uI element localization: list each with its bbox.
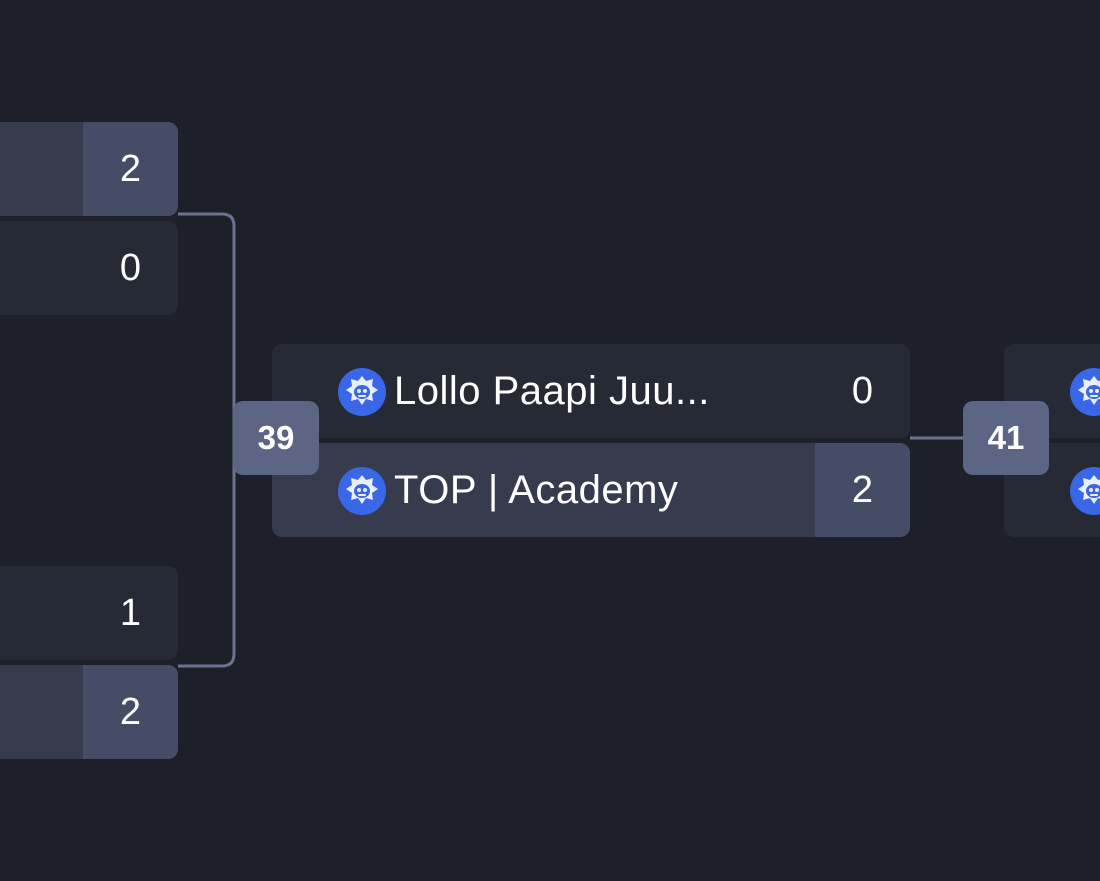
connector-bottom-to-39: [178, 438, 236, 668]
left-top-match-team2-row[interactable]: 0: [0, 221, 178, 315]
connector-top-to-39: [178, 212, 236, 438]
brawl-stars-logo-icon: [338, 368, 386, 416]
team-score: 2: [815, 443, 910, 537]
team-score: 0: [119, 246, 142, 289]
brawl-stars-logo-icon: [1070, 368, 1100, 416]
match-number-badge-41[interactable]: 41: [963, 401, 1049, 475]
left-bottom-match-team1-row[interactable]: 1: [0, 566, 178, 660]
team-name: TOP | Academy: [394, 467, 679, 512]
left-top-match-team1-row[interactable]: 2: [0, 122, 178, 216]
match-41-team2-row[interactable]: [1004, 443, 1100, 537]
left-bottom-match-team2-row[interactable]: 2: [0, 665, 178, 759]
team-score: 0: [851, 369, 874, 412]
team-score: 2: [83, 122, 178, 216]
match-41-team1-row[interactable]: [1004, 344, 1100, 438]
brawl-stars-logo-icon: [338, 467, 386, 515]
match-39-team1-row[interactable]: Lollo Paapi Juu... 0: [272, 344, 910, 438]
match-39-team2-row[interactable]: TOP | Academy 2: [272, 443, 910, 537]
match-number-badge-39[interactable]: 39: [233, 401, 319, 475]
team-score: 1: [119, 591, 142, 634]
team-score: 2: [83, 665, 178, 759]
brawl-stars-logo-icon: [1070, 467, 1100, 515]
team-name: Lollo Paapi Juu...: [394, 368, 710, 413]
